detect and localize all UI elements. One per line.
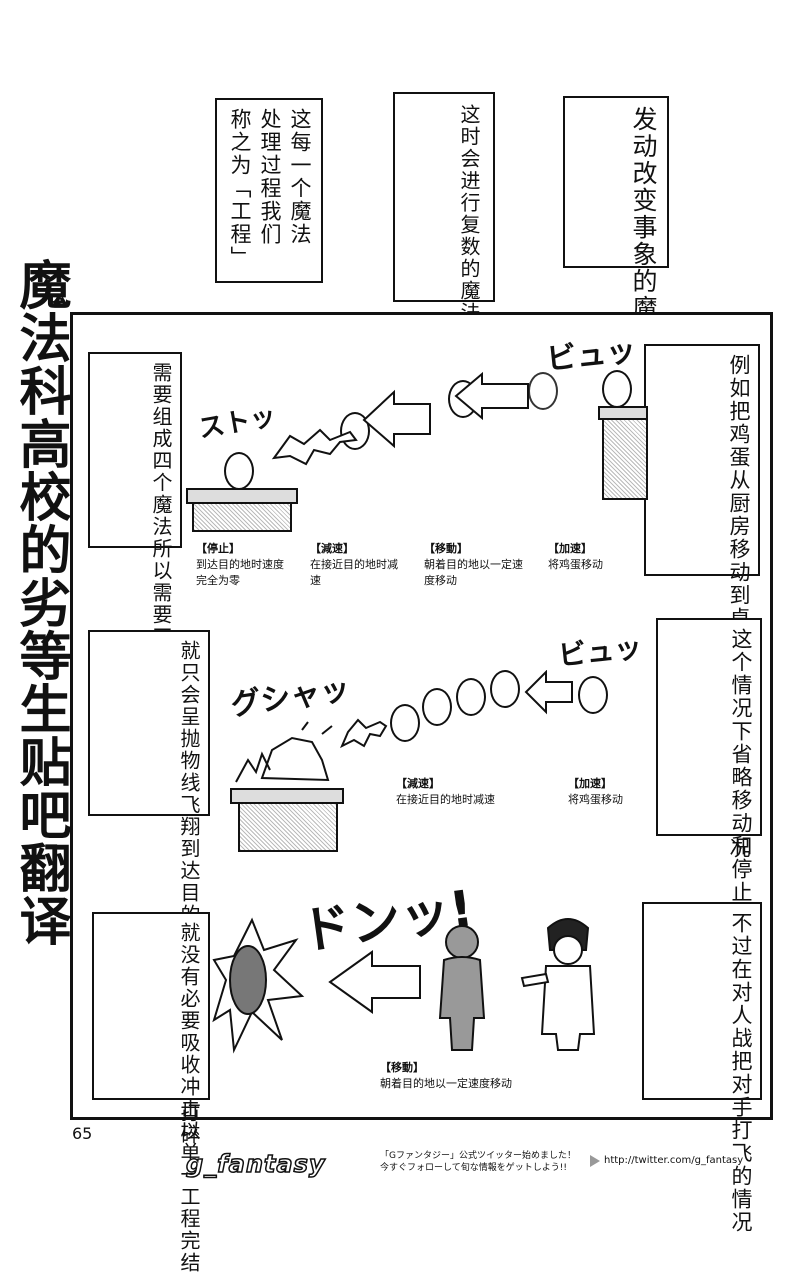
panel2-label-accel-tag: 【加速】 [568, 777, 612, 790]
panel1-start-pedestal [602, 418, 648, 500]
panel2-label-decel-text: 在接近目的地时减速 [396, 793, 495, 806]
footer-notice-line-2: 今すぐフォローして旬な情報をゲットしよう!! [380, 1163, 567, 1173]
panel1-end-pedestal [192, 502, 292, 532]
panel3-right-bubble: 不过在对人战把对手打飞的情况 [642, 902, 762, 1234]
panel1-label-move-text: 朝着目的地以一定速度移动 [424, 558, 523, 587]
panel1-label-accel: 【加速】 将鸡蛋移动 [548, 541, 603, 573]
header-bubble-1-text: 发动改变事象的魔法—— [629, 106, 658, 411]
panel1-egg-stop [224, 452, 254, 490]
panel1-label-decel: 【減速】 在接近目的地时减速 [310, 541, 400, 589]
header-bubble-3-line-2: 处理过程我们 [258, 108, 282, 246]
page-number: 65 [72, 1124, 93, 1143]
footer-notice-line-1: 「Gファンタジー」公式ツイッター始めました！ [380, 1151, 576, 1161]
panel1-label-accel-text: 将鸡蛋移动 [548, 558, 603, 571]
panel3-scene [212, 917, 596, 1054]
panel1-label-accel-tag: 【加速】 [548, 542, 592, 555]
footer-arrow-icon [590, 1155, 600, 1167]
panel3-arrow [328, 950, 421, 1014]
panel2-label-decel: 【減速】 在接近目的地时减速 [396, 776, 495, 808]
panel2-egg-4 [390, 704, 420, 742]
panel2-left-bubble-text: 就只会呈抛物线飞翔到达目的地时就因为冲击而打碎 [175, 640, 202, 1146]
panel2-arrow-1 [524, 670, 573, 715]
panel3-label-move-text: 朝着目的地以一定速度移动 [380, 1077, 512, 1090]
panel1-arrow-1 [362, 371, 529, 449]
panel2-splash [235, 721, 333, 783]
panel1-left-bubble: 需要组成四个魔法所以需要四程序 [88, 352, 182, 692]
panel2-right-bubble-text: 这个情况下省略移动和停止的工程的话 [729, 628, 753, 1019]
header-bubble-1: 发动改变事象的魔法—— [563, 96, 669, 411]
panel1-right-bubble-text: 例如把鸡蛋从厨房移动到桌子上的事象改变的情况 [725, 354, 752, 860]
panel3-figure-silhouette [438, 925, 486, 1051]
panel3-knocked-figure [229, 945, 267, 1015]
panel2-left-bubble: 就只会呈抛物线飞翔到达目的地时就因为冲击而打碎 [88, 630, 210, 1146]
panel1-label-move: 【移動】 朝着目的地以一定速度移动 [424, 541, 524, 589]
header-bubble-3: 这每一个魔法 处理过程我们 称之为「工程」 [215, 98, 323, 283]
panel3-left-bubble-text: 就没有必要吸收冲击以单一工程完结 [177, 922, 201, 1274]
panel3-left-bubble: 就没有必要吸收冲击以单一工程完结 [92, 912, 210, 1274]
panel2-egg-2 [456, 678, 486, 716]
panel1-label-decel-text: 在接近目的地时减速 [310, 558, 398, 587]
panel2-end-pedestal [238, 802, 338, 852]
panel1-left-bubble-text: 需要组成四个魔法所以需要四程序 [149, 362, 173, 692]
panel1-zigzag-arrow [271, 428, 358, 466]
side-title: 魔法科高校的劣等生贴吧翻译 [10, 258, 70, 947]
panel2-label-decel-tag: 【減速】 [396, 777, 440, 790]
header-bubble-2: 这时会进行复数的魔法组成过程 [393, 92, 495, 412]
panel1-egg-blur [528, 372, 558, 410]
footer-notice: 「Gファンタジー」公式ツイッター始めました！ 今すぐフォローして旬な情報をゲット… [380, 1150, 576, 1174]
panel2-broken-egg [235, 721, 333, 783]
panel1-label-stop-text: 到达目的地时速度完全为零 [196, 558, 284, 587]
panel2-zigzag-arrow [340, 718, 388, 749]
panel2-egg-3 [422, 688, 452, 726]
footer-url-link[interactable]: http://twitter.com/g_fantasy [604, 1155, 744, 1166]
panel3-character [520, 918, 596, 1051]
panel1-sfx-fast: ビュッ [544, 333, 638, 378]
panel1-right-bubble: 例如把鸡蛋从厨房移动到桌子上的事象改变的情况 [644, 344, 760, 860]
header-bubble-3-line-1: 这每一个魔法 [288, 108, 312, 246]
panel2-right-bubble: 这个情况下省略移动和停止的工程的话 [656, 618, 762, 1019]
panel2-broken-egg-shell [260, 736, 330, 782]
panel2-egg-start [578, 676, 608, 714]
panel2-label-accel: 【加速】 将鸡蛋移动 [568, 776, 623, 808]
panel2-arrows [340, 670, 573, 749]
panel3-label-move-tag: 【移動】 [380, 1061, 424, 1074]
panel3-right-bubble-text: 不过在对人战把对手打飞的情况 [729, 912, 753, 1234]
panel2-egg-1 [490, 670, 520, 708]
panel2-label-accel-text: 将鸡蛋移动 [568, 793, 623, 806]
panel1-label-stop-tag: 【停止】 [196, 542, 240, 555]
panel1-label-move-tag: 【移動】 [424, 542, 468, 555]
panel1-egg-start [602, 370, 632, 408]
footer: g_fantasy 「Gファンタジー」公式ツイッター始めました！ 今すぐフォロー… [0, 1140, 812, 1200]
footer-logo: g_fantasy [185, 1149, 326, 1179]
panel1-label-decel-tag: 【減速】 [310, 542, 354, 555]
header-bubble-3-line-3: 称之为「工程」 [228, 108, 252, 269]
panel3-label-move: 【移動】 朝着目的地以一定速度移动 [380, 1060, 512, 1092]
header-bubble-2-text: 这时会进行复数的魔法组成过程 [457, 104, 481, 412]
panel1-arrows [271, 371, 529, 466]
panel1-label-stop: 【停止】 到达目的地时速度完全为零 [196, 541, 286, 589]
